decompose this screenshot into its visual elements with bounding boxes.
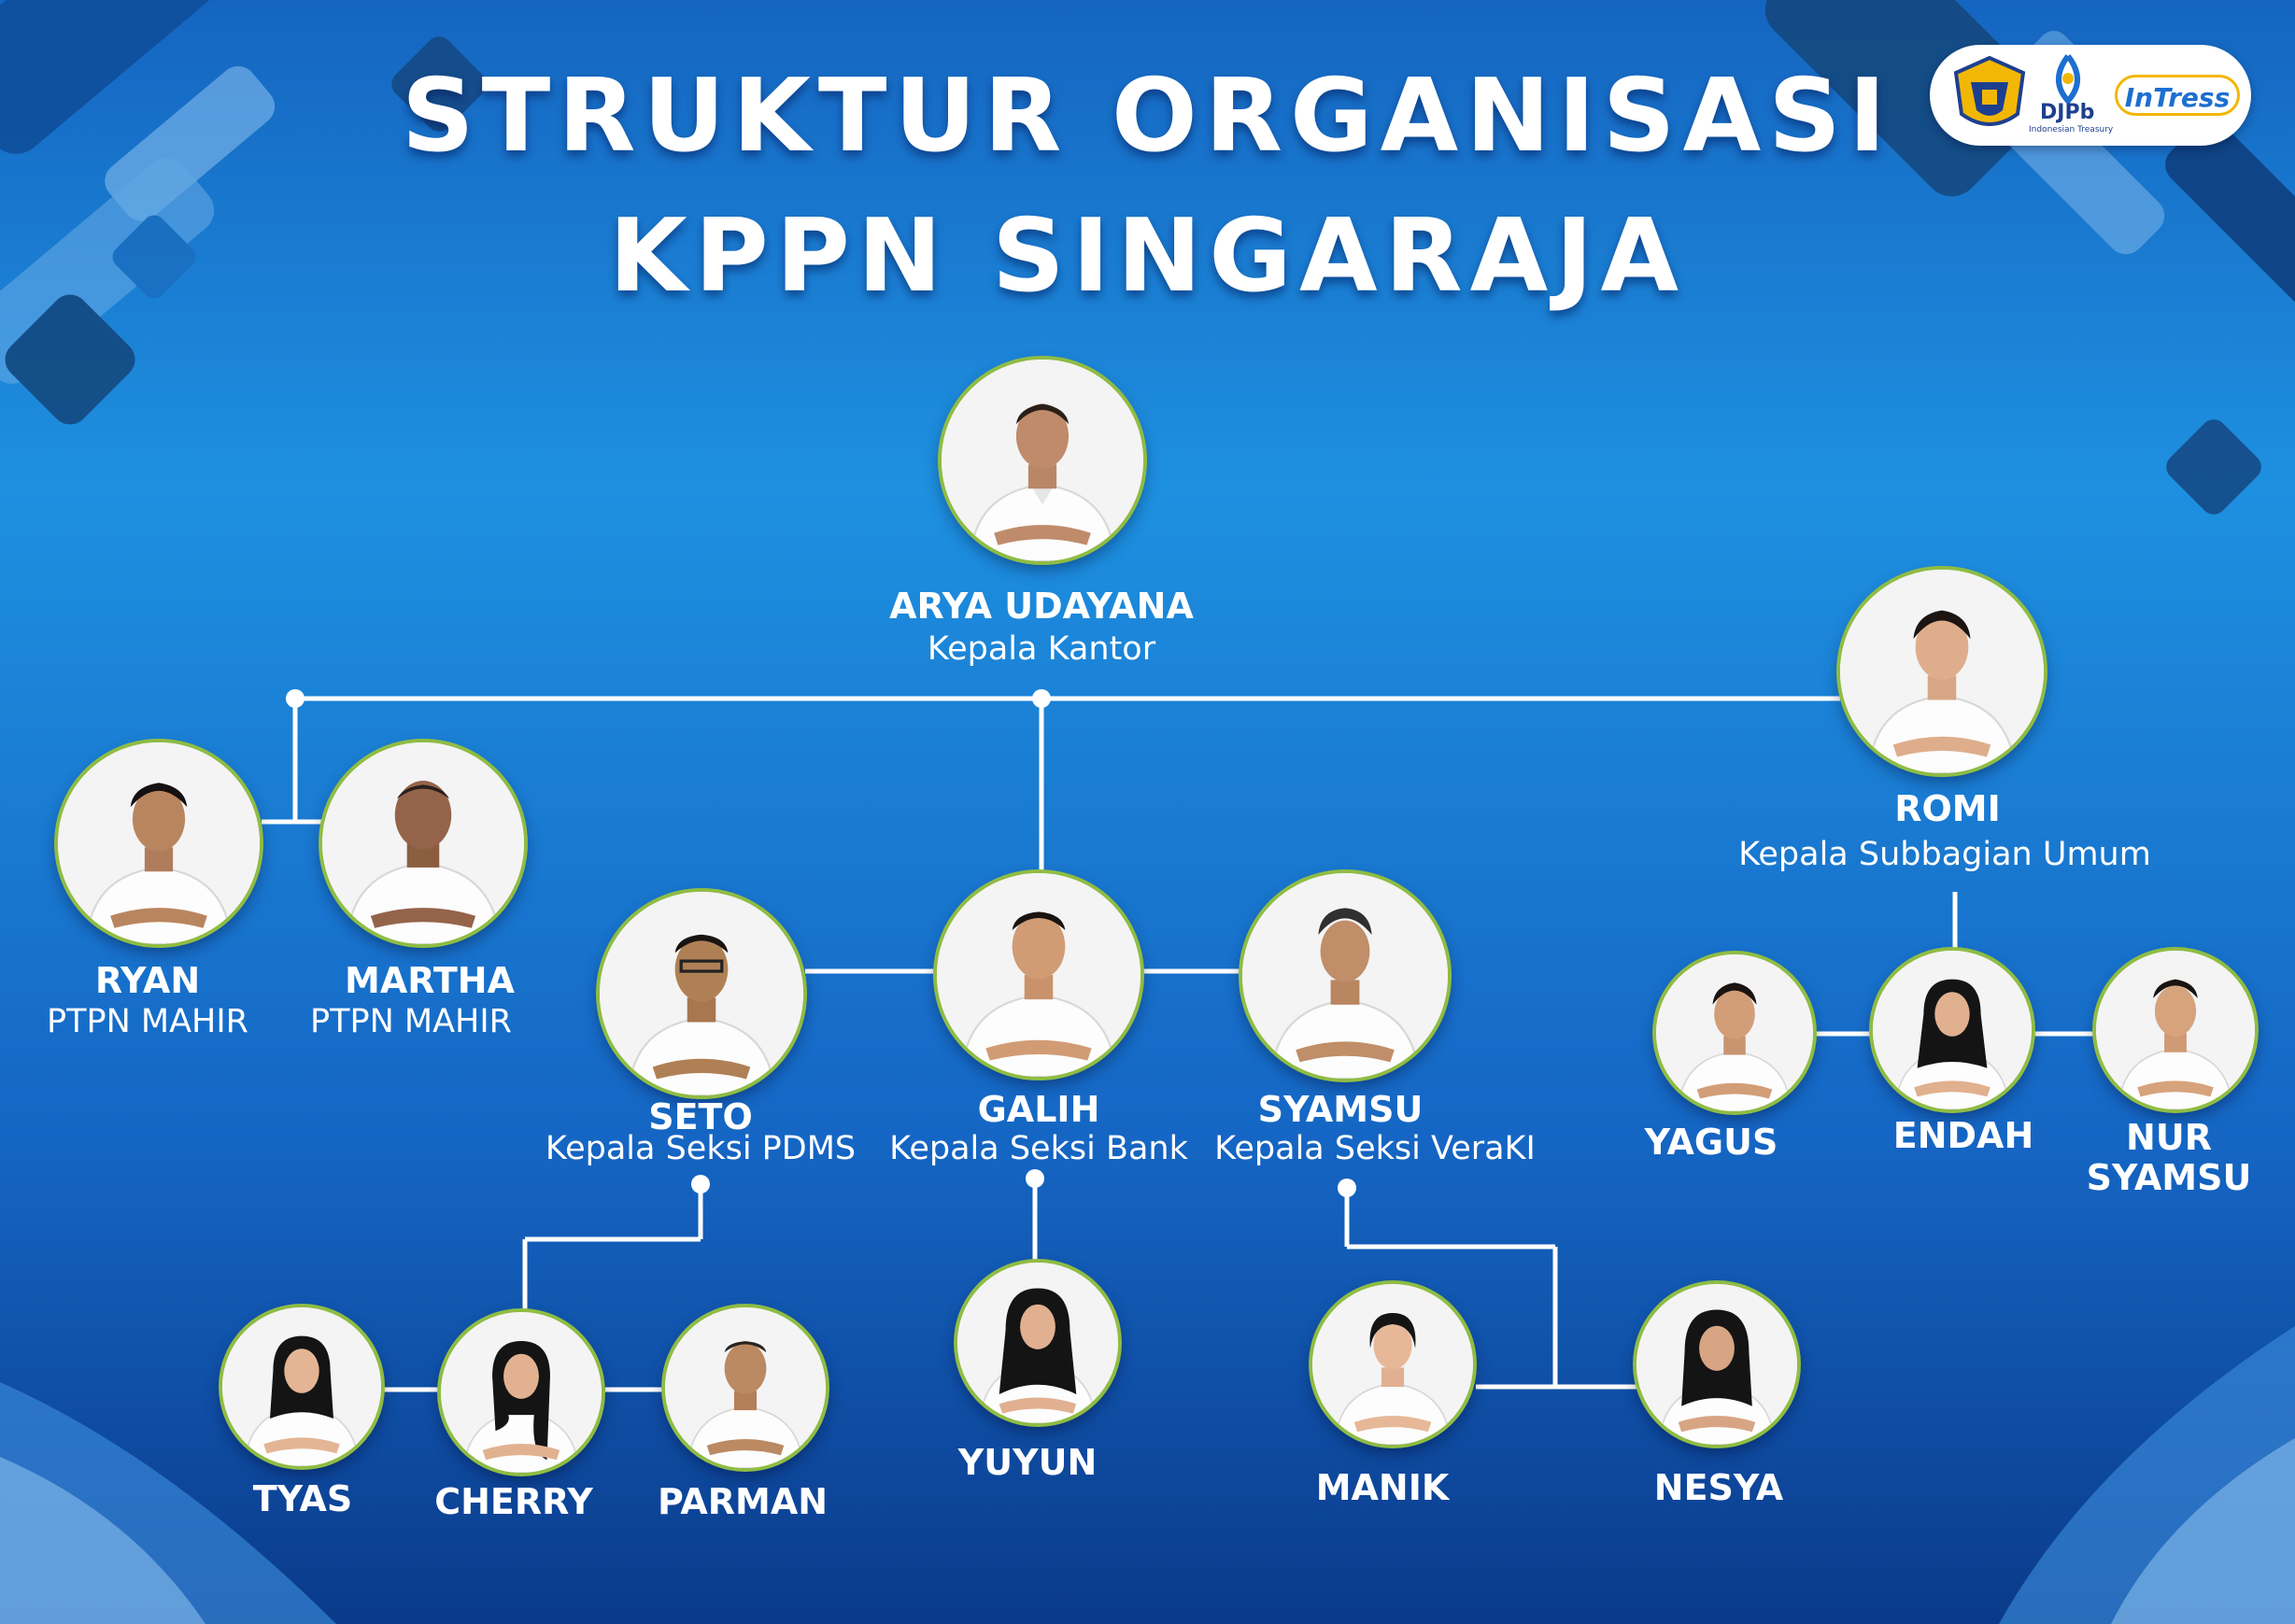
nesya-name: NESYA [1653, 1467, 1784, 1508]
avatar-manik [1312, 1284, 1473, 1445]
seto-role: Kepala Seksi PDMS [545, 1130, 857, 1167]
avatar-galih [937, 873, 1140, 1077]
tyas-name: TYAS [252, 1478, 353, 1519]
person-photo-icon [942, 360, 1143, 561]
galih-role: Kepala Seksi Bank [889, 1130, 1188, 1167]
ryan-name: RYAN [94, 960, 201, 1001]
avatar-arya [942, 360, 1143, 561]
avatar-yuyun [957, 1263, 1118, 1423]
kemenkeu-emblem-icon [1953, 55, 2026, 126]
endah-name: ENDAH [1892, 1115, 2034, 1156]
manik-name: MANIK [1315, 1467, 1450, 1508]
avatar-romi [1840, 570, 2044, 773]
person-photo-icon [1873, 951, 2032, 1109]
person-photo-icon [441, 1312, 602, 1473]
logo-group: DJPb Indonesian Treasury InTress [1930, 45, 2251, 146]
djpb-logo-text: DJPb [2040, 101, 2095, 124]
djpb-logo-subtext: Indonesian Treasury [2029, 125, 2114, 134]
cherry-name: CHERRY [434, 1481, 593, 1522]
intress-logo-text: InTress [2115, 75, 2240, 116]
seto-name: SETO [648, 1096, 753, 1137]
decor-top-left [0, 0, 487, 425]
syamsu-name: SYAMSU [1257, 1089, 1424, 1130]
person-photo-icon [2096, 951, 2255, 1109]
parman-name: PARMAN [657, 1481, 829, 1522]
nur-syamsu-name-line1: NUR [2126, 1117, 2212, 1158]
avatar-parman [665, 1307, 826, 1468]
yuyun-name: YUYUN [957, 1442, 1098, 1483]
romi-role: Kepala Subbagian Umum [1738, 836, 2151, 873]
avatar-syamsu [1242, 873, 1448, 1079]
avatar-seto [600, 892, 803, 1095]
person-photo-icon [957, 1263, 1118, 1423]
martha-role: PTPN MAHIR [310, 1003, 512, 1040]
romi-name: ROMI [1894, 788, 2001, 829]
yagus-name: YAGUS [1644, 1122, 1778, 1163]
title-line-2: KPPN SINGARAJA [608, 198, 1687, 315]
avatar-tyas [222, 1307, 381, 1466]
person-photo-icon [1636, 1284, 1797, 1445]
avatar-endah [1873, 951, 2032, 1109]
djpb-swoosh-icon [2056, 54, 2080, 105]
person-photo-icon [937, 873, 1140, 1077]
person-photo-icon [322, 742, 524, 944]
person-photo-icon [665, 1307, 826, 1468]
avatar-cherry [441, 1312, 602, 1473]
martha-name: MARTHA [345, 960, 515, 1001]
avatar-nesya [1636, 1284, 1797, 1445]
person-photo-icon [222, 1307, 381, 1466]
arya-role: Kepala Kantor [927, 630, 1156, 668]
avatar-martha [322, 742, 524, 944]
person-photo-icon [1242, 873, 1448, 1079]
person-photo-icon [600, 892, 803, 1095]
avatar-nur-syamsu [2096, 951, 2255, 1109]
title-line-1: STRUKTUR ORGANISASI [401, 58, 1894, 175]
avatar-ryan [58, 742, 260, 944]
person-photo-icon [1840, 570, 2044, 773]
ryan-role: PTPN MAHIR [47, 1003, 248, 1040]
galih-name: GALIH [977, 1089, 1100, 1130]
person-photo-icon [1312, 1284, 1473, 1445]
avatar-yagus [1656, 954, 1813, 1111]
person-photo-icon [58, 742, 260, 944]
syamsu-role: Kepala Seksi VeraKI [1214, 1130, 1536, 1167]
page-title: STRUKTUR ORGANISASI KPPN SINGARAJA [0, 47, 2295, 327]
person-photo-icon [1656, 954, 1813, 1111]
nur-syamsu-name-line2: SYAMSU [2086, 1157, 2252, 1198]
arya-name: ARYA UDAYANA [889, 586, 1194, 627]
